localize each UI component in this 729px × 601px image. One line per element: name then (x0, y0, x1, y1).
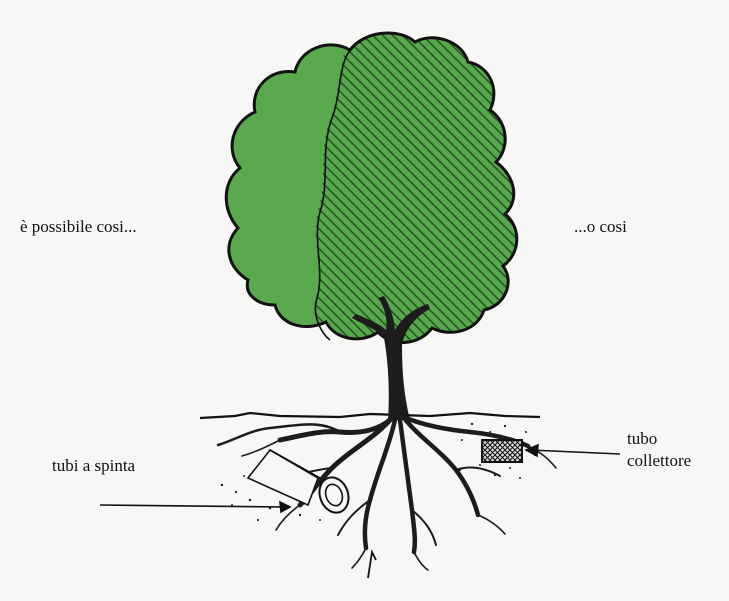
label-collector-pipe: tubo collettore (627, 428, 691, 472)
label-possible-this-way: è possibile cosi... (20, 216, 137, 238)
ground-line (200, 413, 540, 418)
hatched-crown-half (314, 20, 560, 360)
label-or-this-way: ...o cosi (574, 216, 627, 238)
label-collector-pipe-line2: collettore (627, 450, 691, 472)
label-collector-pipe-line1: tubo (627, 428, 691, 450)
collector-pipe (482, 440, 522, 462)
small-arrow (368, 552, 376, 578)
label-push-pipes: tubi a spinta (52, 455, 135, 477)
